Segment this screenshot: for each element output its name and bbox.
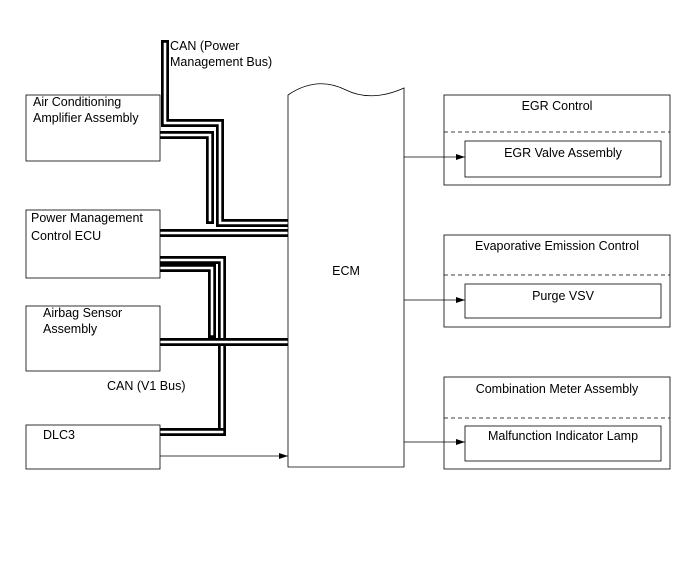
mil-box <box>464 425 662 462</box>
evap-emission-title: Evaporative Emission Control <box>475 239 639 253</box>
egr-valve-box <box>464 140 662 178</box>
purge-vsv-box <box>464 283 662 319</box>
power-management-box <box>25 209 161 279</box>
can-v1-bus-label: CAN (V1 Bus) <box>107 379 186 393</box>
power-management-label-2: Control ECU <box>31 229 101 243</box>
dlc3-module: DLC3 <box>25 424 161 470</box>
ecm-block: ECM <box>287 83 405 468</box>
can-power-bus-label-2: Management Bus) <box>170 55 272 69</box>
airbag-sensor-label-2: Assembly <box>43 322 98 336</box>
combination-meter-title: Combination Meter Assembly <box>476 382 639 396</box>
can-power-bus-ac-branch <box>156 131 214 224</box>
ecm-label: ECM <box>332 264 360 278</box>
dlc3-label: DLC3 <box>43 428 75 442</box>
airbag-sensor-module: Airbag Sensor Assembly <box>25 305 161 372</box>
egr-control-title: EGR Control <box>522 99 593 113</box>
evap-emission-group: Evaporative Emission Control Purge VSV <box>404 234 671 328</box>
power-management-label-1: Power Management <box>31 211 143 225</box>
airbag-sensor-label-1: Airbag Sensor <box>43 306 122 320</box>
power-management-module: Power Management Control ECU <box>25 209 161 279</box>
air-conditioning-label-2: Amplifier Assembly <box>33 111 139 125</box>
ecm-box <box>287 83 405 468</box>
dlc3-box <box>25 424 161 470</box>
egr-control-group: EGR Control EGR Valve Assembly <box>404 94 671 186</box>
can-power-bus-label-1: CAN (Power <box>170 39 239 53</box>
air-conditioning-module: Air Conditioning Amplifier Assembly <box>25 94 161 162</box>
air-conditioning-label-1: Air Conditioning <box>33 95 121 109</box>
purge-vsv-label: Purge VSV <box>532 289 595 303</box>
airbag-sensor-box <box>25 305 161 372</box>
air-conditioning-box <box>25 94 161 162</box>
can-bus-lines <box>156 40 294 436</box>
mil-label: Malfunction Indicator Lamp <box>488 429 638 443</box>
combination-meter-group: Combination Meter Assembly Malfunction I… <box>404 376 671 470</box>
egr-valve-label: EGR Valve Assembly <box>504 146 623 160</box>
can-v1-bus-pm-branch <box>156 264 216 338</box>
